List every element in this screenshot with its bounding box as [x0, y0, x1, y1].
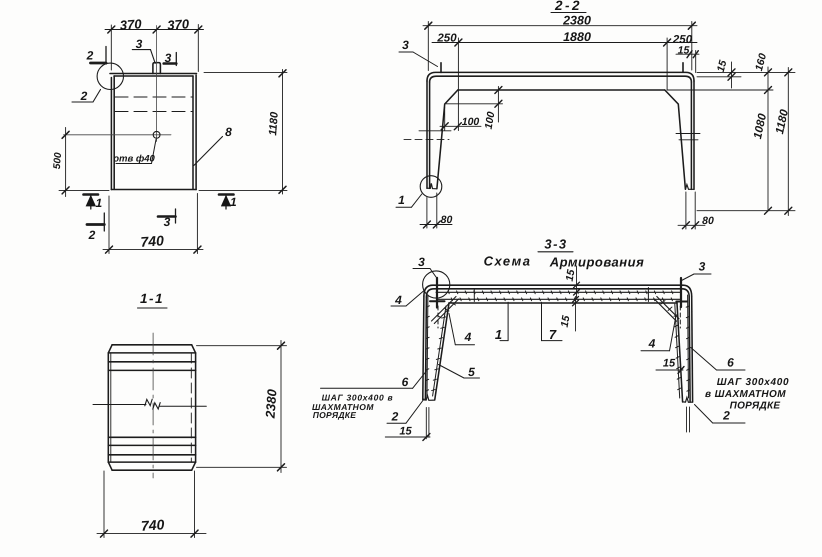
svg-text:4: 4	[464, 330, 472, 344]
svg-text:ПОРЯДКЕ: ПОРЯДКЕ	[730, 401, 781, 412]
svg-text:8: 8	[225, 125, 232, 139]
svg-text:2: 2	[80, 89, 88, 103]
svg-text:5: 5	[468, 365, 475, 379]
svg-text:1: 1	[495, 327, 502, 342]
svg-text:250: 250	[672, 34, 693, 46]
svg-text:2: 2	[722, 409, 730, 423]
svg-text:80: 80	[441, 214, 453, 226]
svg-text:отв ф40: отв ф40	[113, 154, 155, 165]
svg-text:4: 4	[648, 337, 656, 351]
svg-text:1: 1	[96, 196, 103, 210]
svg-text:250: 250	[436, 33, 457, 45]
svg-text:4: 4	[394, 293, 402, 307]
svg-text:1: 1	[230, 195, 237, 209]
svg-text:1080: 1080	[752, 112, 769, 140]
svg-text:Армирования: Армирования	[549, 255, 644, 270]
svg-text:2380: 2380	[562, 14, 591, 28]
svg-text:100: 100	[462, 116, 480, 128]
svg-text:1180: 1180	[774, 108, 791, 135]
svg-text:3: 3	[699, 260, 706, 274]
svg-text:ПОРЯДКЕ: ПОРЯДКЕ	[313, 410, 357, 420]
svg-text:Схема: Схема	[484, 254, 532, 269]
svg-text:15: 15	[715, 59, 730, 74]
svg-text:740: 740	[140, 516, 165, 534]
svg-text:6: 6	[402, 375, 409, 389]
svg-text:ШАГ 300х400: ШАГ 300х400	[717, 377, 790, 388]
svg-text:2-2: 2-2	[554, 0, 582, 13]
svg-text:ШАГ 300х400 в: ШАГ 300х400 в	[322, 393, 394, 403]
svg-text:80: 80	[702, 215, 714, 227]
svg-text:1-1: 1-1	[140, 291, 164, 306]
svg-text:15: 15	[399, 426, 412, 438]
svg-text:15: 15	[564, 269, 578, 283]
svg-text:1: 1	[398, 193, 405, 207]
svg-text:2: 2	[88, 228, 96, 242]
svg-text:3-3: 3-3	[544, 237, 567, 252]
svg-text:3: 3	[164, 215, 171, 229]
svg-text:ШАХМАТНОМ: ШАХМАТНОМ	[312, 402, 374, 412]
svg-text:160: 160	[753, 52, 769, 72]
svg-text:500: 500	[52, 152, 64, 170]
svg-text:15: 15	[559, 315, 573, 329]
svg-text:15: 15	[678, 45, 690, 57]
svg-text:7: 7	[549, 327, 557, 342]
svg-text:370: 370	[167, 16, 190, 33]
svg-text:3: 3	[402, 38, 409, 52]
svg-text:740: 740	[140, 232, 165, 250]
svg-text:370: 370	[119, 16, 142, 33]
svg-text:1180: 1180	[267, 111, 281, 136]
svg-text:15: 15	[663, 358, 676, 370]
svg-text:2: 2	[391, 410, 399, 424]
svg-text:6: 6	[727, 356, 734, 370]
svg-text:2: 2	[86, 49, 94, 63]
svg-text:3: 3	[165, 51, 172, 65]
svg-text:100: 100	[483, 111, 498, 130]
svg-text:3: 3	[136, 37, 143, 51]
svg-text:в ШАХМАТНОМ: в ШАХМАТНОМ	[705, 389, 786, 400]
svg-text:2380: 2380	[262, 388, 279, 420]
svg-text:3: 3	[418, 255, 425, 269]
svg-text:1880: 1880	[563, 30, 591, 44]
